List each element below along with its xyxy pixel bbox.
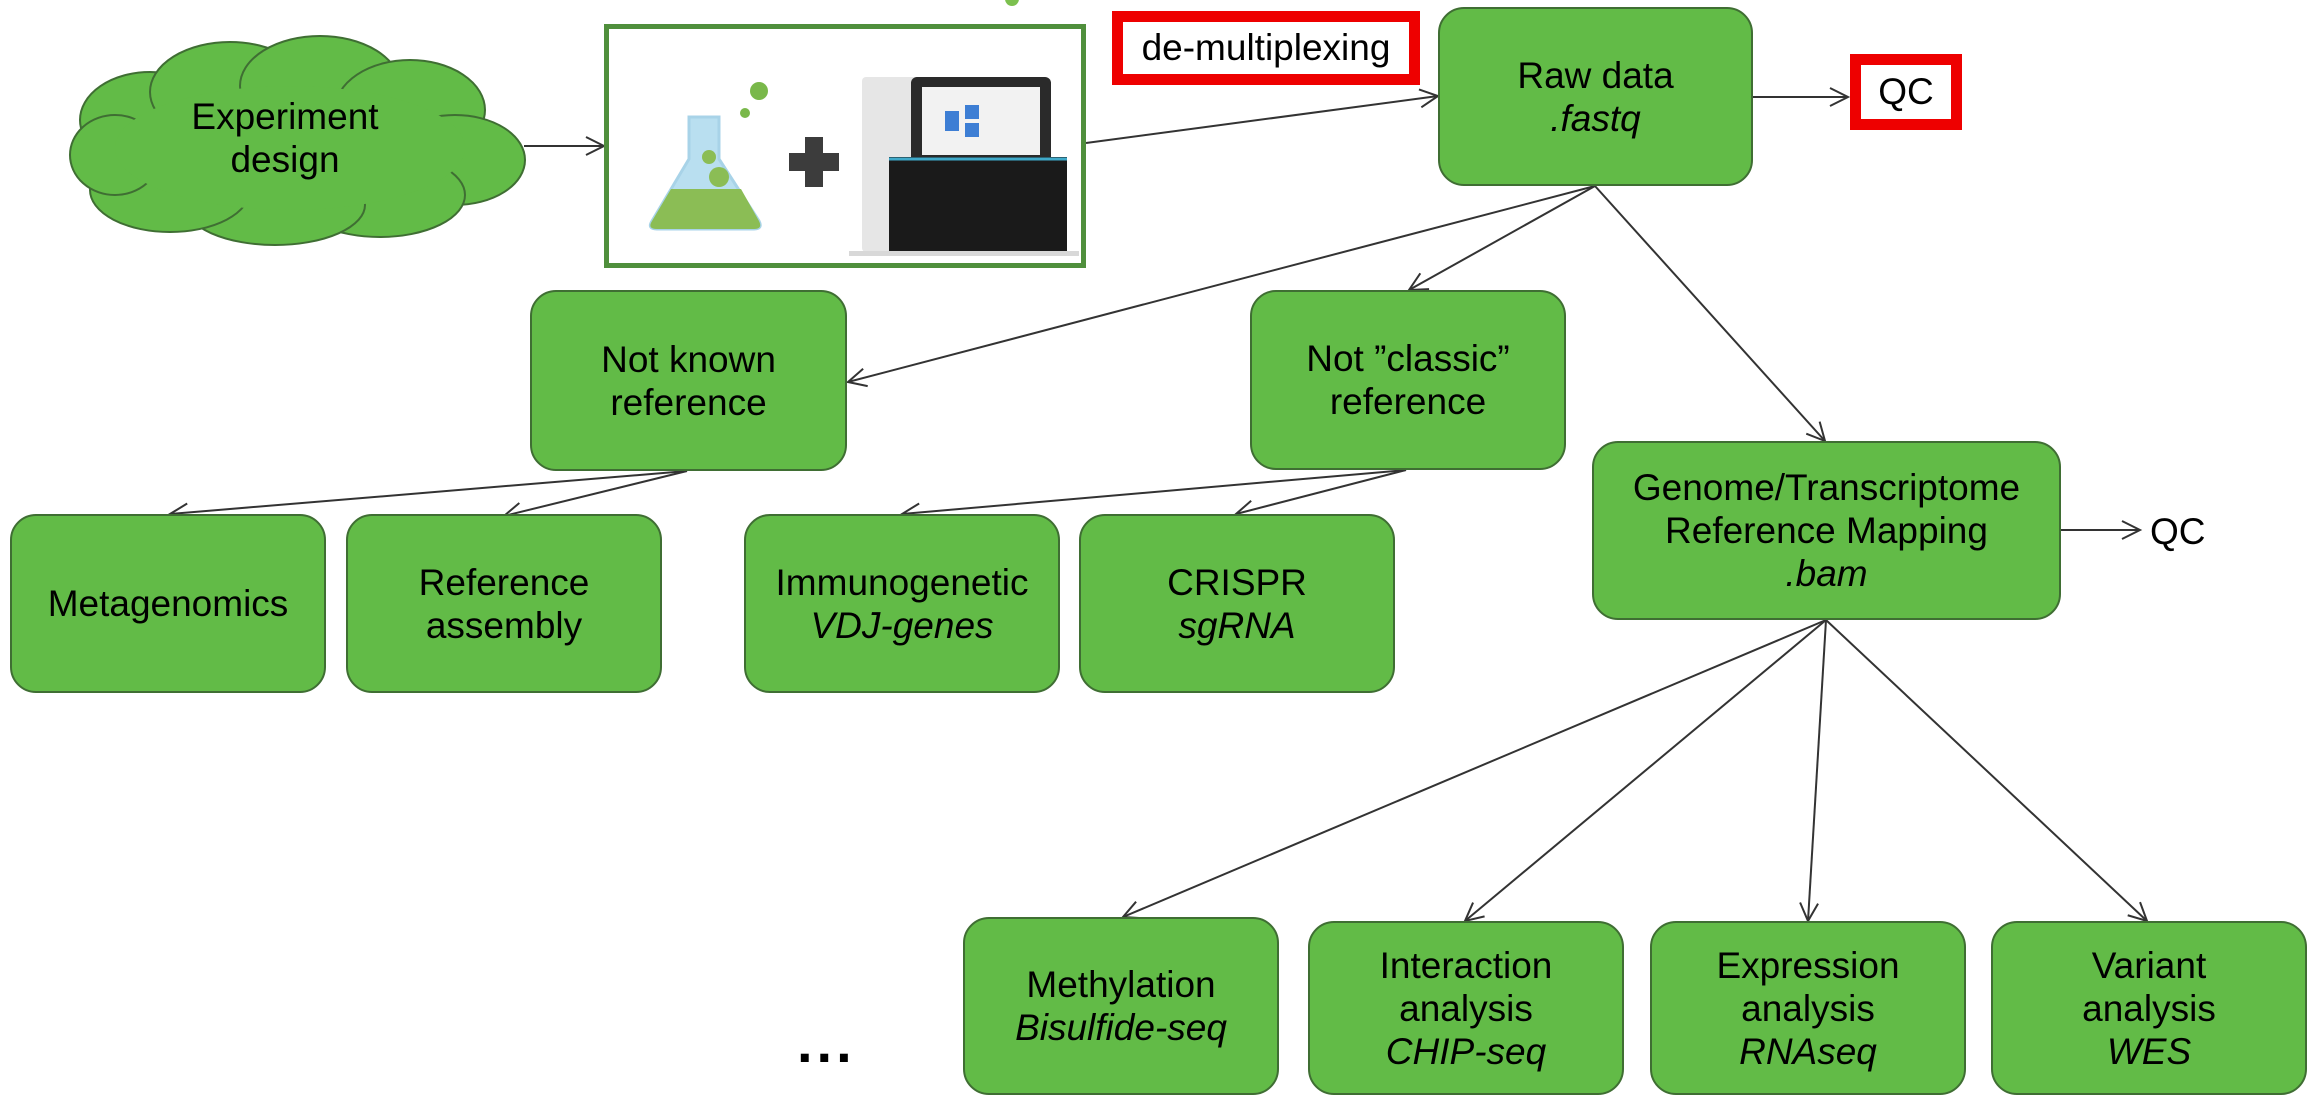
arrow-notknown-to-assembly (501, 470, 688, 522)
sequencing-illustration (648, 77, 1079, 256)
experiment-design-label: Experiment design (191, 96, 379, 180)
qc-box-top: QC (1850, 54, 1962, 130)
crispr-node: CRISPR sgRNA (1079, 514, 1395, 693)
immunogenetic-sub: VDJ-genes (810, 604, 994, 646)
genome-mapping-title: Genome/Transcriptome Reference Mapping (1632, 467, 2021, 551)
expression-node: Expression analysis RNAseq (1650, 921, 1966, 1095)
sequencer-icon (849, 77, 1079, 256)
expression-sub: RNAseq (1739, 1030, 1877, 1072)
crispr-sub: sgRNA (1178, 604, 1296, 646)
arrow-mapping-to-expression (1799, 619, 1827, 924)
qc-mapping-label: QC (2150, 511, 2206, 552)
arrow-notclassic-to-immunogenetic (899, 469, 1407, 523)
arrow-rawdata-to-notclassic (1407, 185, 1596, 292)
variant-sub: WES (2106, 1030, 2192, 1072)
plus-icon (789, 137, 839, 187)
arrow-mapping-to-methylation (1120, 619, 1827, 920)
arrow-mapping-to-variant (1825, 619, 2149, 923)
immunogenetic-node: Immunogenetic VDJ-genes (744, 514, 1060, 693)
metagenomics-node: Metagenomics (10, 514, 326, 693)
interaction-title: Interaction analysis (1379, 944, 1553, 1029)
arrow-sequencing-to-rawdata (1085, 88, 1441, 144)
demultiplexing-label: de-multiplexing (1141, 27, 1391, 68)
raw-data-title: Raw data (1517, 54, 1674, 96)
arrow-mapping-to-interaction (1463, 619, 1827, 923)
ellipsis: ... (797, 1011, 856, 1074)
raw-data-node: Raw data .fastq (1438, 7, 1753, 186)
variant-node: Variant analysis WES (1991, 921, 2307, 1095)
methylation-node: Methylation Bisulfide-seq (963, 917, 1279, 1095)
genome-mapping-node: Genome/Transcriptome Reference Mapping .… (1592, 441, 2061, 620)
variant-title: Variant analysis (2082, 944, 2216, 1029)
methylation-sub: Bisulfide-seq (1015, 1007, 1227, 1048)
qc-top-label: QC (1878, 71, 1934, 112)
reference-assembly-node: Reference assembly (346, 514, 662, 693)
not-classic-reference-node: Not ”classic” reference (1250, 290, 1566, 470)
interaction-sub: CHIP-seq (1385, 1030, 1547, 1072)
sequencing-image (604, 24, 1086, 268)
not-known-reference-node: Not known reference (530, 290, 847, 471)
crispr-title: CRISPR (1167, 561, 1307, 603)
demultiplexing-box: de-multiplexing (1112, 11, 1420, 85)
methylation-title: Methylation (1026, 964, 1216, 1005)
arrow-rawdata-to-notknown (845, 185, 1596, 388)
cloud-shape (69, 35, 526, 246)
interaction-node: Interaction analysis CHIP-seq (1308, 921, 1624, 1095)
raw-data-ext: .fastq (1550, 97, 1641, 139)
arrow-notknown-to-metagenomics (167, 470, 688, 523)
genome-mapping-ext: .bam (1785, 553, 1868, 594)
arrow-rawdata-to-mapping (1594, 185, 1827, 443)
immunogenetic-title: Immunogenetic (775, 561, 1029, 603)
arrow-notclassic-to-crispr (1233, 469, 1407, 520)
expression-title: Expression analysis (1716, 944, 1900, 1029)
decorative-dot (1005, 0, 1019, 6)
flask-icon (648, 82, 768, 231)
